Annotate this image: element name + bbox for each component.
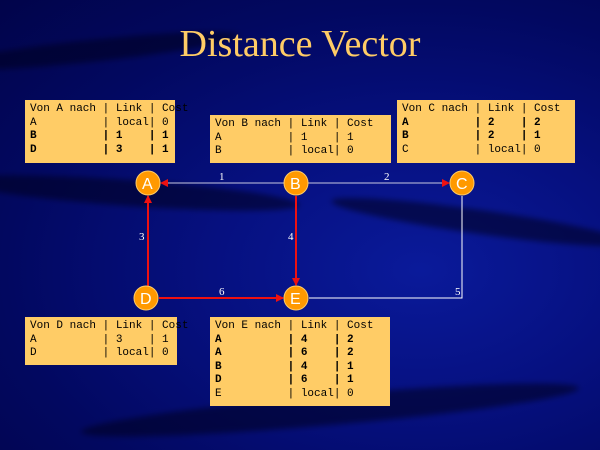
link-5: [309, 196, 463, 299]
table-row: A | local| 0: [30, 116, 169, 129]
node-D: D: [133, 285, 159, 311]
table-header: Von E nach | Link | Cost: [215, 320, 374, 332]
node-E: E: [283, 285, 309, 311]
node-B: B: [283, 170, 309, 196]
table-header: Von C nach | Link | Cost: [402, 103, 561, 115]
svg-text:E: E: [290, 291, 301, 308]
table-row: A | 2 | 2: [402, 116, 541, 129]
table-row: A | 6 | 2: [215, 347, 354, 359]
table-row: A | 3 | 1: [30, 333, 169, 346]
table-row: A | 1 | 1: [215, 131, 354, 144]
table-row: B | 1 | 1: [30, 130, 169, 142]
table-row: B | local| 0: [215, 145, 354, 157]
link-label-3: 3: [139, 231, 145, 243]
svg-text:B: B: [290, 176, 301, 193]
table-row: D | 6 | 1: [215, 374, 354, 386]
svg-text:D: D: [140, 291, 152, 308]
table-header: Von A nach | Link | Cost: [30, 103, 189, 115]
table-row: D | local| 0: [30, 347, 169, 359]
link-label-6: 6: [219, 286, 225, 298]
node-A: A: [135, 170, 161, 196]
link-label-4: 4: [288, 231, 294, 243]
table-row: B | 2 | 1: [402, 130, 541, 142]
table-row: B | 4 | 1: [215, 360, 354, 373]
table-row: E | local| 0: [215, 387, 354, 400]
slide-title: Distance Vector: [179, 23, 421, 65]
table-row: D | 3 | 1: [30, 143, 169, 156]
link-label-2: 2: [384, 171, 390, 183]
link-label-5: 5: [455, 286, 461, 298]
svg-text:C: C: [456, 176, 468, 193]
link-label-1: 1: [219, 171, 225, 183]
node-C: C: [449, 170, 475, 196]
table-header: Von D nach | Link | Cost: [30, 320, 189, 332]
svg-text:A: A: [142, 176, 153, 193]
table-row: C | local| 0: [402, 143, 541, 156]
table-header: Von B nach | Link | Cost: [215, 118, 374, 130]
table-row: A | 4 | 2: [215, 333, 354, 346]
